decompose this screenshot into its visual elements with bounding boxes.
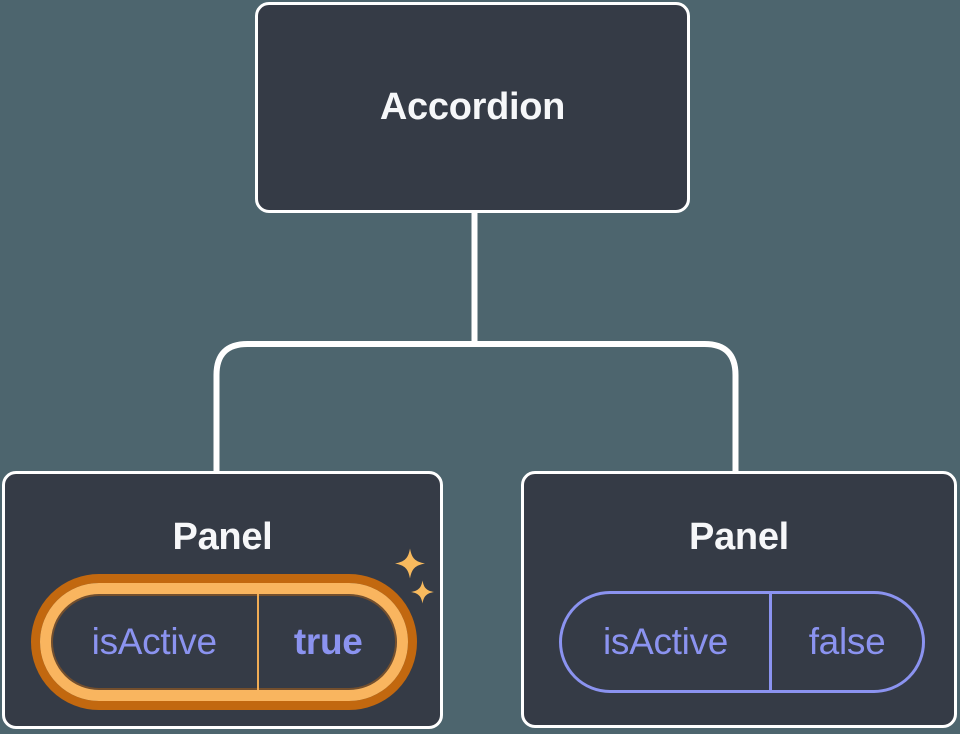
sparkle-icon [395,548,425,579]
state-pill-inactive: isActive false [559,591,925,693]
pill-divider [257,594,260,690]
panel-node-label: Panel [689,516,789,558]
state-prop-name: isActive [602,621,729,662]
panel-node-active: Panel isActive true [2,471,443,729]
panel-node-label: Panel [172,516,273,558]
accordion-node: Accordion [255,2,690,213]
state-prop-name: isActive [91,621,217,662]
state-prop-value: false [808,621,886,662]
sparkle-icon [411,580,434,604]
state-prop-value: true [293,621,363,662]
state-pill-active-highlight-ring: isActive true [31,574,417,710]
panel-node-inactive: Panel isActive false [521,471,957,728]
connector-branch [213,341,739,471]
state-pill-active: isActive true [40,583,408,701]
pill-divider [769,594,773,690]
accordion-node-label: Accordion [379,86,566,128]
